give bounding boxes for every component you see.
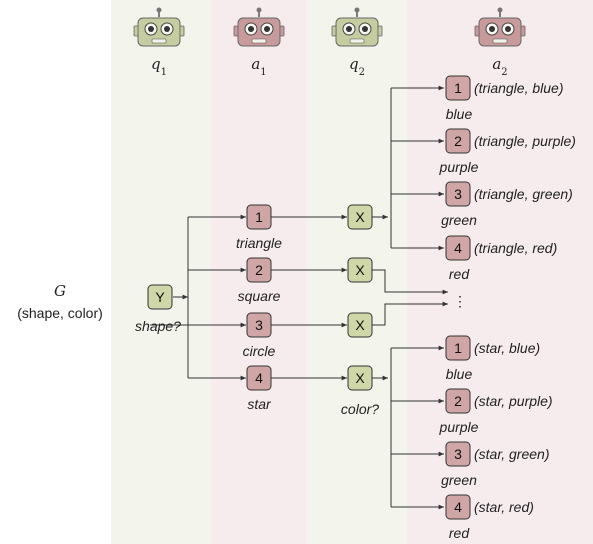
a1-node-4-label: 4 xyxy=(255,370,263,386)
a1-node-caption-2: square xyxy=(238,288,281,304)
q1-node-box-label: Y xyxy=(155,289,165,305)
a1-node-3-label: 3 xyxy=(255,317,263,333)
a2-node-2: 2 xyxy=(445,128,471,154)
a2-node-tuple-5: (star, blue) xyxy=(474,340,540,356)
a2-node-3: 3 xyxy=(445,181,471,207)
a2-node-tuple-7: (star, green) xyxy=(474,446,549,462)
q2-node-2-label: X xyxy=(355,262,365,278)
a2-node-caption-3: green xyxy=(441,212,477,228)
a2-node-caption-6: purple xyxy=(439,419,479,435)
a2-node-caption-4: red xyxy=(449,266,470,282)
a2-node-2-label: 2 xyxy=(454,133,462,149)
a2-node-caption-8: red xyxy=(449,525,470,541)
q1-node-box: Y xyxy=(147,284,173,310)
q2-node-3-label: X xyxy=(355,317,365,333)
q2-robot-icon xyxy=(331,7,383,47)
ellipsis: ⋮ xyxy=(453,293,467,309)
a1-node-4: 4 xyxy=(246,365,272,391)
agent-header-row: q1 a1 q2 a2 xyxy=(133,7,526,78)
q2-node-4: X xyxy=(347,365,373,391)
q2-node-caption-4: color? xyxy=(341,401,379,417)
q2-node-4-label: X xyxy=(355,370,365,386)
q2-node-1-label: X xyxy=(355,209,365,225)
a1-node-caption-4: star xyxy=(247,396,272,412)
a2-node-tuple-2: (triangle, purple) xyxy=(474,133,576,149)
q2-label: q2 xyxy=(349,55,365,78)
a2-node-tuple-4: (triangle, red) xyxy=(474,240,557,256)
q1-label: q1 xyxy=(151,55,167,78)
a2-node-tuple-1: (triangle, blue) xyxy=(474,80,564,96)
a2-node-8-label: 4 xyxy=(454,499,462,515)
a2-node-caption-1: blue xyxy=(446,106,473,122)
a2-label: a2 xyxy=(492,55,507,78)
a1-node-caption-3: circle xyxy=(243,343,276,359)
q1-robot-icon xyxy=(133,7,185,47)
q2-node-3: X xyxy=(347,312,373,338)
a2-node-tuple-6: (star, purple) xyxy=(474,393,553,409)
a1-node-2-label: 2 xyxy=(255,262,263,278)
a2-node-5-label: 1 xyxy=(454,340,462,356)
a2-node-8: 4 xyxy=(445,494,471,520)
a2-node-1-label: 1 xyxy=(454,80,462,96)
a2-node-caption-2: purple xyxy=(439,159,479,175)
a2-node-tuple-8: (star, red) xyxy=(474,499,534,515)
tree-edges xyxy=(150,85,448,510)
a1-node-1: 1 xyxy=(246,204,272,230)
q1-node-caption: shape? xyxy=(135,318,181,334)
a1-node-2: 2 xyxy=(246,257,272,283)
edge-x2-to-ellipsis xyxy=(372,269,448,295)
a2-node-4: 4 xyxy=(445,235,471,261)
game-label: G xyxy=(54,282,66,300)
a2-node-1: 1 xyxy=(445,75,471,101)
a1-node-3: 3 xyxy=(246,312,272,338)
a2-node-tuple-3: (triangle, green) xyxy=(474,186,573,202)
a1-label: a1 xyxy=(251,55,266,78)
a2-node-caption-7: green xyxy=(441,472,477,488)
game-sublabel: (shape, color) xyxy=(17,305,103,321)
a1-node-1-label: 1 xyxy=(255,209,263,225)
a2-column-bg xyxy=(407,0,593,544)
a1-node-caption-1: triangle xyxy=(236,235,282,251)
a2-node-5: 1 xyxy=(445,335,471,361)
a2-node-6-label: 2 xyxy=(454,393,462,409)
a2-node-7-label: 3 xyxy=(454,446,462,462)
a2-robot-icon xyxy=(474,7,526,47)
a2-node-caption-5: blue xyxy=(446,366,473,382)
edge-x3-to-ellipsis xyxy=(372,301,448,326)
q2-node-2: X xyxy=(347,257,373,283)
a2-node-6: 2 xyxy=(445,388,471,414)
q1-column-bg xyxy=(111,0,211,544)
a2-node-7: 3 xyxy=(445,441,471,467)
a2-node-3-label: 3 xyxy=(454,186,462,202)
q2-node-1: X xyxy=(347,204,373,230)
a2-node-4-label: 4 xyxy=(454,240,462,256)
a1-robot-icon xyxy=(233,7,285,47)
